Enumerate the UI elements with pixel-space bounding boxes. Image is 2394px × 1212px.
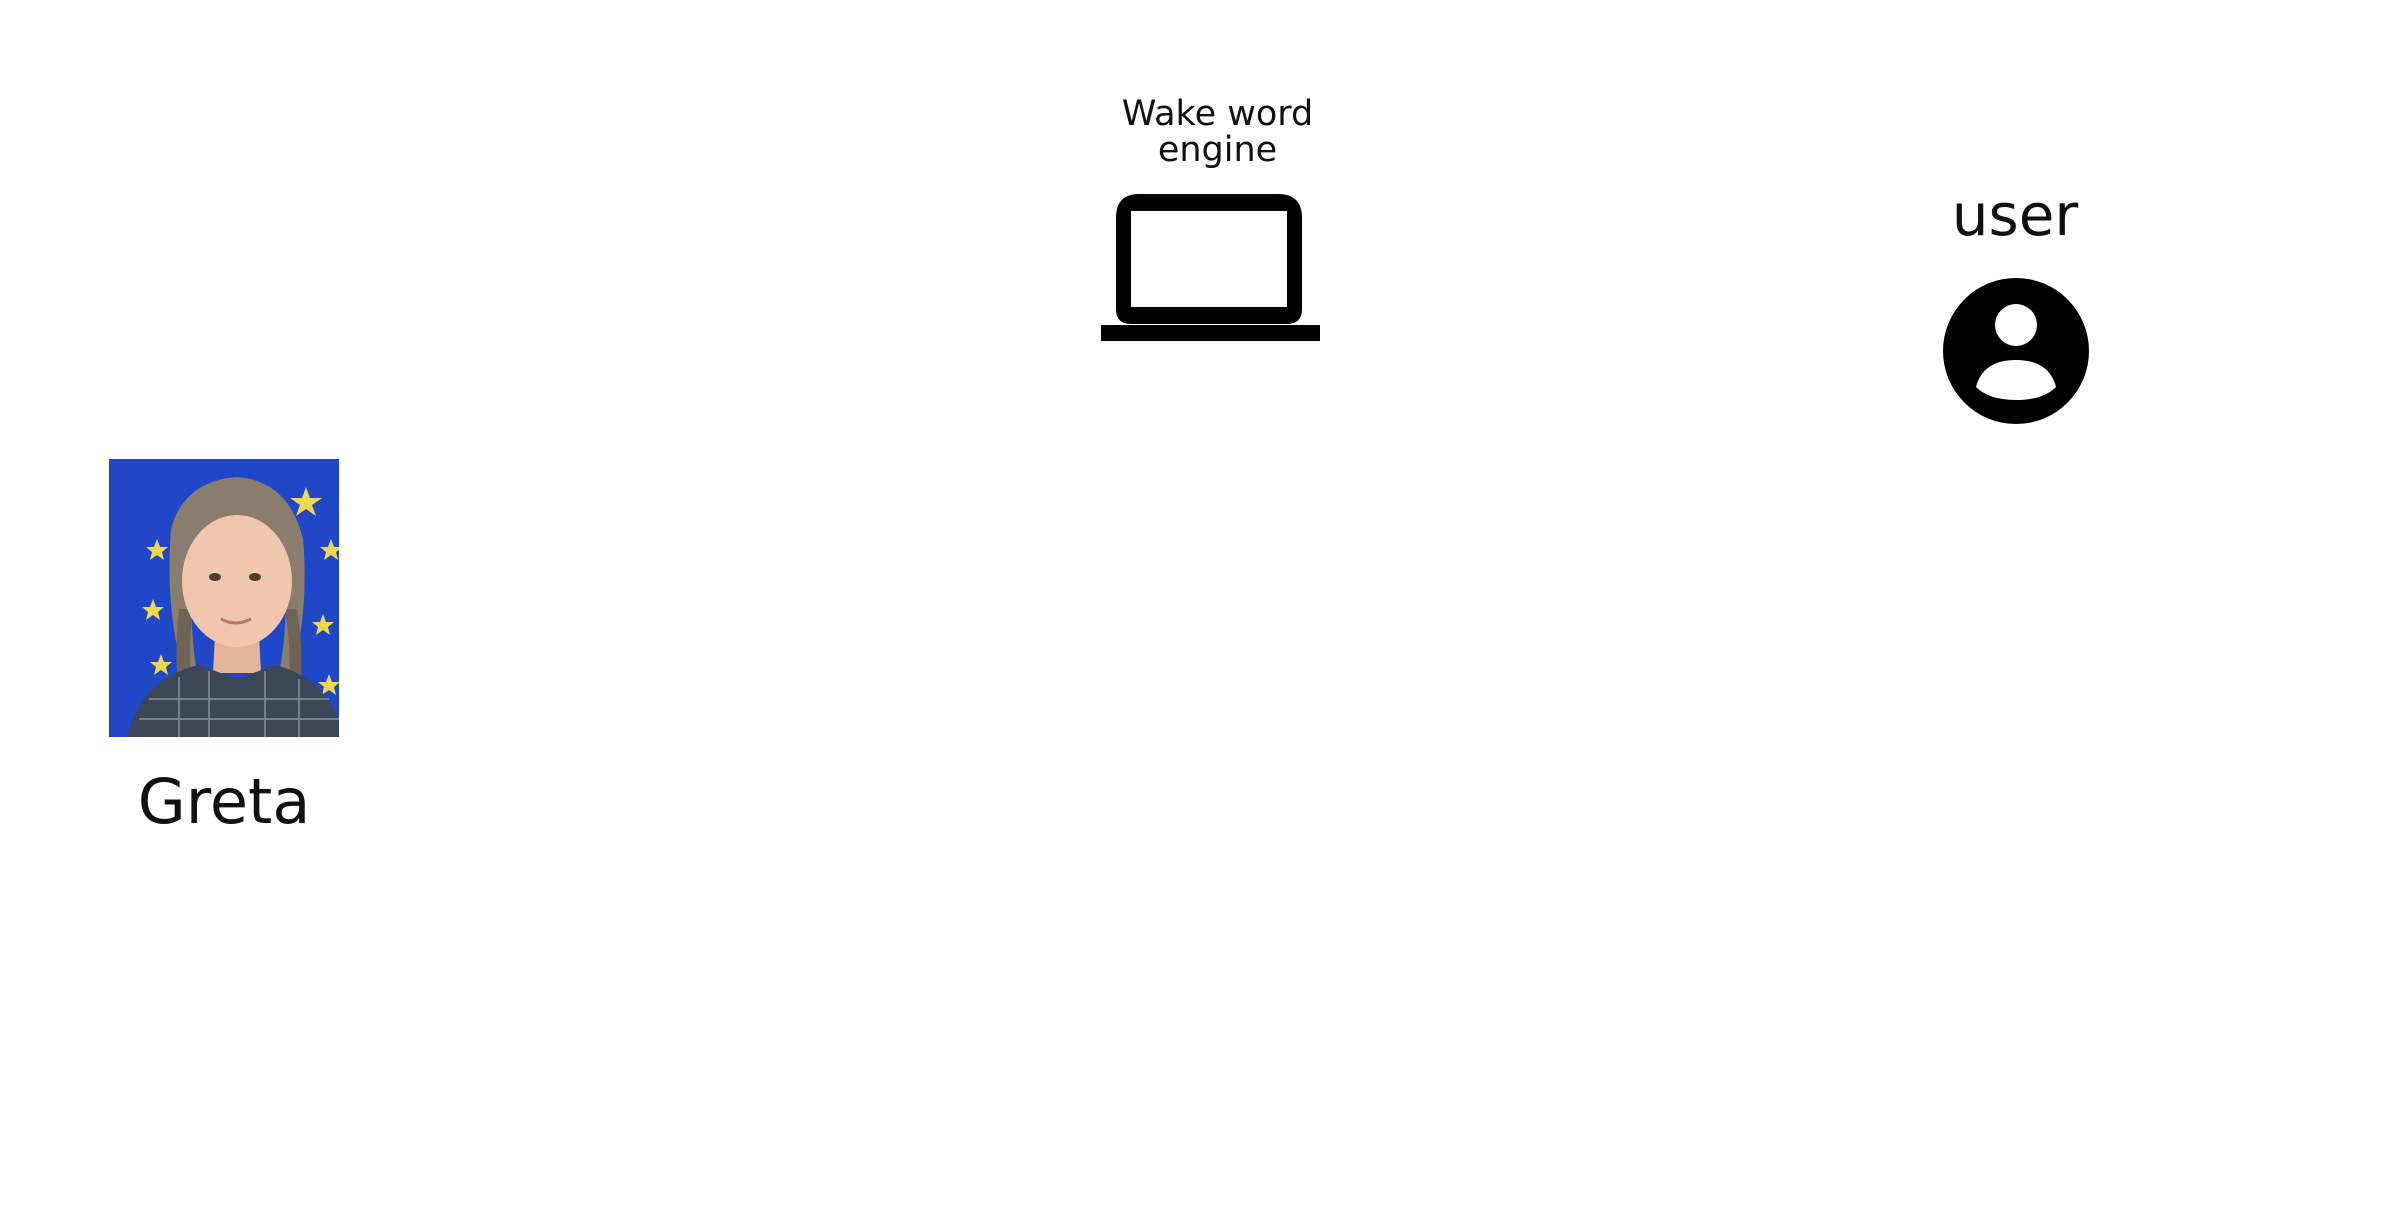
user-label: user bbox=[1951, 181, 2079, 249]
greta-photo bbox=[109, 459, 339, 737]
engine-label: Wake word engine bbox=[1121, 94, 1314, 170]
greta-label: Greta bbox=[137, 765, 311, 838]
account-circle-icon bbox=[1943, 278, 2089, 424]
laptop-icon bbox=[1101, 194, 1320, 341]
